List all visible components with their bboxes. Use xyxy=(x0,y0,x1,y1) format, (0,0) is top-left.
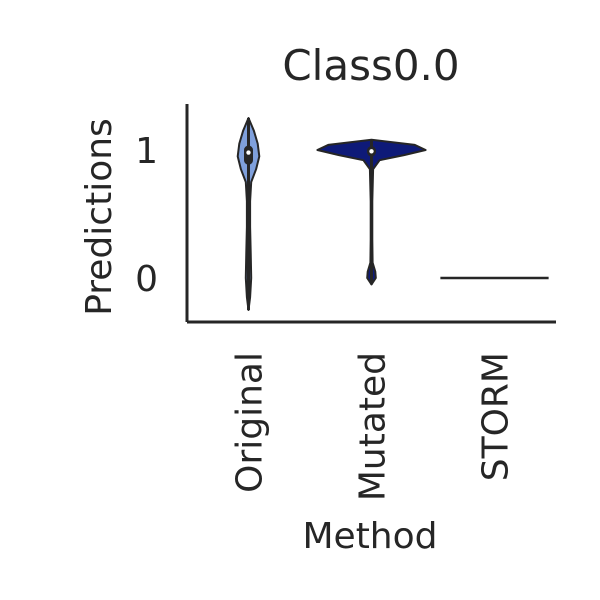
chart-title: Class0.0 xyxy=(282,41,459,90)
y-tick-label: 1 xyxy=(135,131,158,172)
y-axis-label: Predictions xyxy=(79,118,120,316)
x-axis-label: Method xyxy=(302,516,437,557)
violin-median-original xyxy=(246,150,251,155)
x-tick-label: Mutated xyxy=(353,352,394,501)
x-tick-label: Original xyxy=(230,352,271,493)
x-tick-label: STORM xyxy=(476,352,517,481)
y-tick-label: 0 xyxy=(135,259,158,300)
violin-median-mutated xyxy=(369,149,374,154)
